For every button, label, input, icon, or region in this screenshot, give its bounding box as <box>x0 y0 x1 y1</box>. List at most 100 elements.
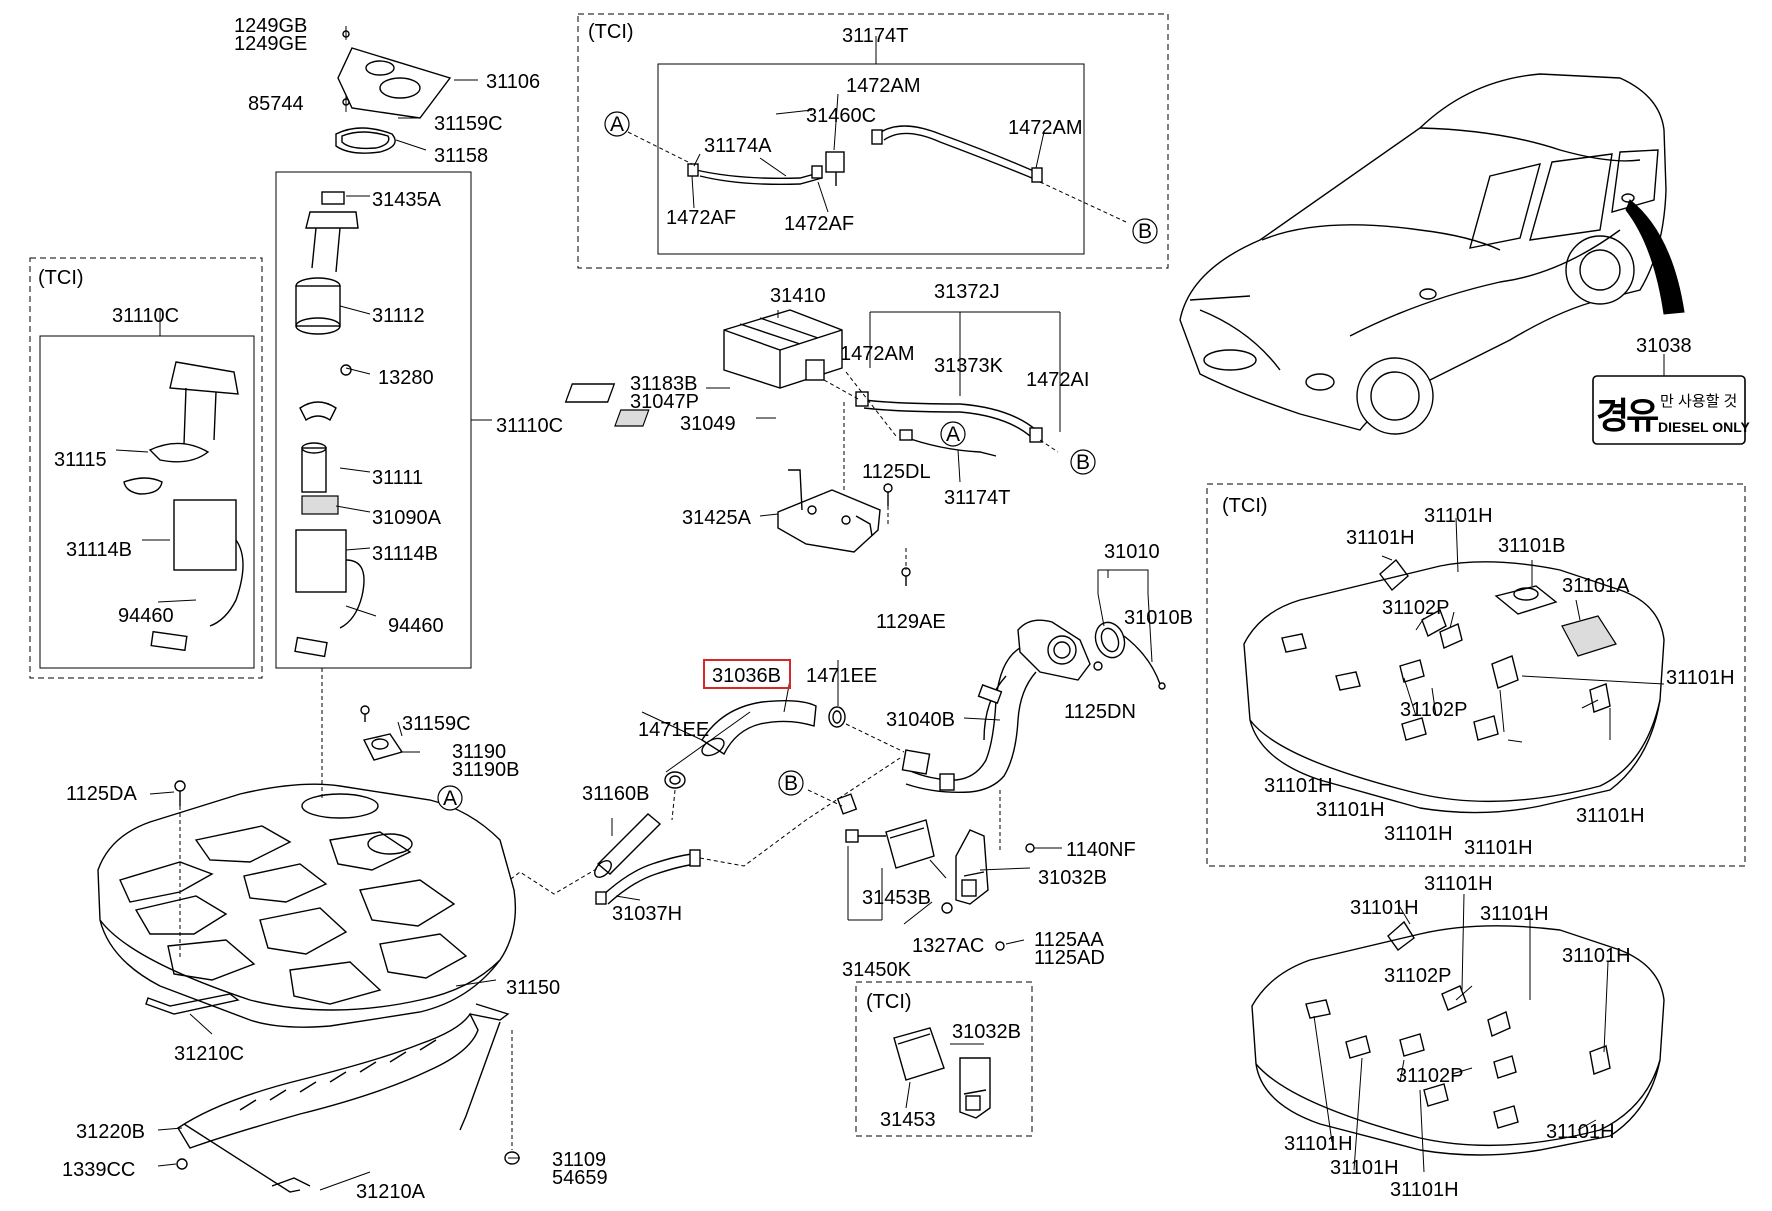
label-31110C-left[interactable]: 31110C <box>112 305 179 327</box>
label-1472AF-b[interactable]: 1472AF <box>784 213 854 235</box>
label-54659[interactable]: 54659 <box>552 1167 608 1189</box>
label-31112[interactable]: 31112 <box>372 305 425 327</box>
label-r1-31101H-c[interactable]: 31101H <box>1666 667 1735 689</box>
label-1339CC[interactable]: 1339CC <box>62 1159 135 1181</box>
label-1472AF-a[interactable]: 1472AF <box>666 207 736 229</box>
label-31453B[interactable]: 31453B <box>862 887 931 909</box>
label-31090A[interactable]: 31090A <box>372 507 442 529</box>
pad-31047P <box>564 383 616 403</box>
label-31158[interactable]: 31158 <box>434 145 488 167</box>
label-31037H[interactable]: 31037H <box>612 903 682 925</box>
label-tci-top[interactable]: (TCI) <box>588 21 634 43</box>
label-85744[interactable]: 85744 <box>248 93 304 115</box>
part-labels: 1249GB 1249GE 31106 85744 31159C 31158 3… <box>38 15 1735 1203</box>
label-31174A[interactable]: 31174A <box>704 135 772 157</box>
label-31190B[interactable]: 31190B <box>452 759 519 781</box>
label-31010B[interactable]: 31010B <box>1124 607 1193 629</box>
label-31174T-mid[interactable]: 31174T <box>944 487 1010 509</box>
label-31032B-mid[interactable]: 31032B <box>1038 867 1107 889</box>
label-1125DA[interactable]: 1125DA <box>66 783 137 805</box>
label-1327AC[interactable]: 1327AC <box>912 935 984 957</box>
label-31453[interactable]: 31453 <box>880 1109 936 1131</box>
label-13280[interactable]: 13280 <box>378 367 434 389</box>
label-r2-31101H-g[interactable]: 31101H <box>1390 1179 1459 1201</box>
label-r1-31101B[interactable]: 31101B <box>1498 535 1565 557</box>
label-r1-31102P-b[interactable]: 31102P <box>1400 699 1467 721</box>
label-r2-31101H-f[interactable]: 31101H <box>1330 1157 1399 1179</box>
marker-b-hose-letter: B <box>784 772 798 795</box>
label-r1-31101H-d[interactable]: 31101H <box>1264 775 1333 797</box>
label-1471EE-b[interactable]: 1471EE <box>638 719 709 741</box>
label-tci-bottom[interactable]: (TCI) <box>866 991 912 1013</box>
label-r2-31101H-b[interactable]: 31101H <box>1350 897 1419 919</box>
label-31220B[interactable]: 31220B <box>76 1121 145 1143</box>
label-31040B[interactable]: 31040B <box>886 709 955 731</box>
label-r1-31102P-a[interactable]: 31102P <box>1382 597 1449 619</box>
label-31183B[interactable]: 31183B <box>630 373 697 395</box>
label-31372J[interactable]: 31372J <box>934 281 1000 303</box>
label-1125AA[interactable]: 1125AA <box>1034 929 1104 951</box>
label-31047P[interactable]: 31047P <box>630 391 699 413</box>
label-31450K[interactable]: 31450K <box>842 959 912 981</box>
label-r2-31101H-h[interactable]: 31101H <box>1546 1121 1615 1143</box>
label-31435A[interactable]: 31435A <box>372 189 442 211</box>
label-31190[interactable]: 31190 <box>452 741 506 763</box>
label-1129AE[interactable]: 1129AE <box>876 611 946 633</box>
label-31460C[interactable]: 31460C <box>806 105 876 127</box>
label-31410[interactable]: 31410 <box>770 285 826 307</box>
label-31210A[interactable]: 31210A <box>356 1181 426 1203</box>
label-1249GE[interactable]: 1249GE <box>234 33 307 55</box>
label-r2-31101H-e[interactable]: 31101H <box>1284 1133 1353 1155</box>
label-r1-31101A[interactable]: 31101A <box>1562 575 1630 597</box>
label-31114B-mid[interactable]: 31114B <box>372 543 438 565</box>
label-31114B-left[interactable]: 31114B <box>66 539 132 561</box>
label-1472AI[interactable]: 1472AI <box>1026 369 1089 391</box>
label-31032B-bottom[interactable]: 31032B <box>952 1021 1021 1043</box>
label-1140NF[interactable]: 1140NF <box>1066 839 1136 861</box>
label-31150[interactable]: 31150 <box>506 977 560 999</box>
label-31111[interactable]: 31111 <box>372 467 423 489</box>
label-1249GB[interactable]: 1249GB <box>234 15 307 37</box>
label-1125AD[interactable]: 1125AD <box>1034 947 1105 969</box>
label-r1-31101H-b[interactable]: 31101H <box>1424 505 1493 527</box>
label-31425A[interactable]: 31425A <box>682 507 752 529</box>
label-1125DN[interactable]: 1125DN <box>1064 701 1136 723</box>
label-31106[interactable]: 31106 <box>486 71 540 93</box>
label-r1-31101H-f[interactable]: 31101H <box>1384 823 1453 845</box>
label-31373K[interactable]: 31373K <box>934 355 1004 377</box>
label-31159C-top[interactable]: 31159C <box>434 113 503 135</box>
sticker-english: DIESEL ONLY <box>1658 419 1750 435</box>
label-r2-31102P-b[interactable]: 31102P <box>1396 1065 1463 1087</box>
label-r1-31101H-e[interactable]: 31101H <box>1316 799 1385 821</box>
label-1472AM-b[interactable]: 1472AM <box>1008 117 1083 139</box>
fuel-tank-31150 <box>97 783 517 1028</box>
label-31010[interactable]: 31010 <box>1104 541 1160 563</box>
label-r2-31102P-a[interactable]: 31102P <box>1384 965 1451 987</box>
label-94460-mid[interactable]: 94460 <box>388 615 444 637</box>
label-31115[interactable]: 31115 <box>54 449 107 471</box>
dash-hose-to-filler <box>845 723 905 753</box>
label-31038[interactable]: 31038 <box>1636 335 1692 357</box>
label-r2-31101H-a[interactable]: 31101H <box>1424 873 1493 895</box>
label-31160B[interactable]: 31160B <box>582 783 649 805</box>
label-31049[interactable]: 31049 <box>680 413 736 435</box>
label-31109[interactable]: 31109 <box>552 1149 606 1171</box>
label-1472AM-c[interactable]: 1472AM <box>840 343 915 365</box>
label-31036B[interactable]: 31036B <box>712 665 781 687</box>
label-1472AM-a[interactable]: 1472AM <box>846 75 921 97</box>
label-31210C[interactable]: 31210C <box>174 1043 244 1065</box>
label-94460-left[interactable]: 94460 <box>118 605 174 627</box>
label-1125DL[interactable]: 1125DL <box>862 461 931 483</box>
label-r1-31101H-h[interactable]: 31101H <box>1576 805 1645 827</box>
label-r2-31101H-c[interactable]: 31101H <box>1480 903 1549 925</box>
label-r1-31101H-a[interactable]: 31101H <box>1346 527 1415 549</box>
sticker-korean-big: 경유 <box>1596 395 1658 436</box>
label-31159C-mid[interactable]: 31159C <box>402 713 471 735</box>
label-r2-31101H-d[interactable]: 31101H <box>1562 945 1631 967</box>
label-1471EE-a[interactable]: 1471EE <box>806 665 877 687</box>
label-31174T-top[interactable]: 31174T <box>842 25 908 47</box>
label-31110C-right[interactable]: 31110C <box>496 415 563 437</box>
label-r1-31101H-g[interactable]: 31101H <box>1464 837 1533 859</box>
label-tci-left[interactable]: (TCI) <box>38 267 84 289</box>
label-tci-right[interactable]: (TCI) <box>1222 495 1268 517</box>
